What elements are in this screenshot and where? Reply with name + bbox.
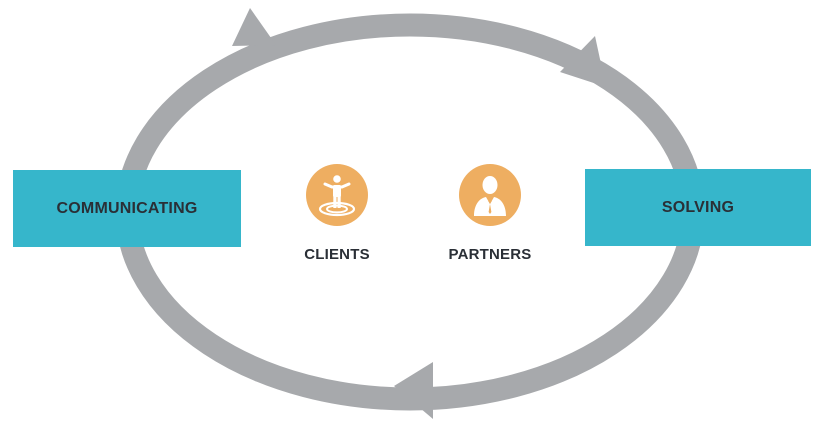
cycle-arrowhead-bottom — [394, 362, 433, 419]
stage-label-communicating: COMMUNICATING — [56, 199, 198, 217]
actor-label-clients: CLIENTS — [304, 246, 370, 263]
actor-label-partners: PARTNERS — [448, 246, 532, 263]
stage-box-solving: SOLVING — [585, 169, 811, 246]
businessman-icon — [459, 164, 521, 226]
person-on-target-icon — [306, 164, 368, 226]
cycle-arrowhead-top-right — [560, 36, 606, 87]
stage-label-solving: SOLVING — [661, 198, 735, 216]
cycle-arrowhead-top-left — [232, 8, 276, 46]
stage-box-communicating: COMMUNICATING — [13, 170, 241, 247]
